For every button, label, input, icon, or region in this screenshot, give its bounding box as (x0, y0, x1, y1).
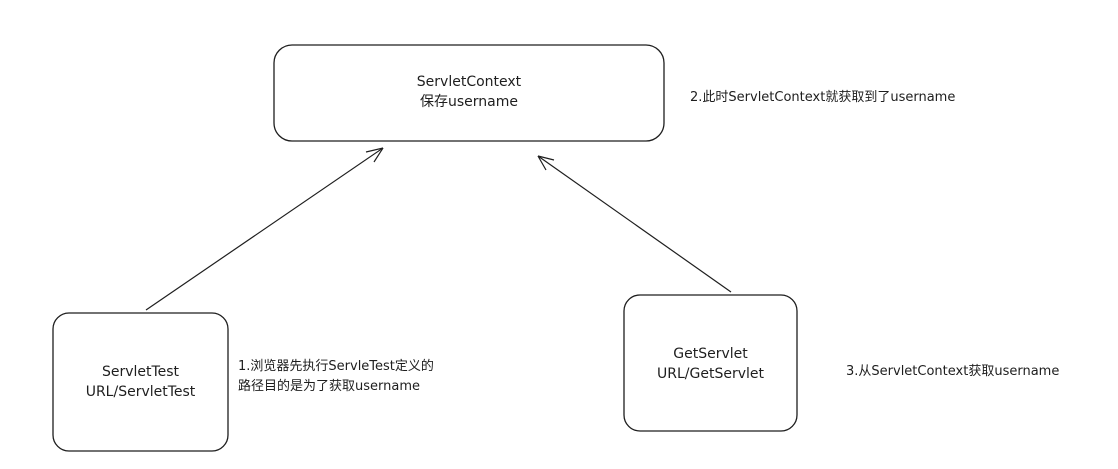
servlet-context-label: ServletContext 保存username (274, 72, 664, 112)
step1-note: 1.浏览器先执行ServleTest定义的 路径目的是为了获取username (238, 357, 434, 397)
servlet-test-url: URL/ServletTest (85, 384, 196, 400)
servlet-test-box (52, 312, 229, 452)
step2-note-text: 2.此时ServletContext就获取到了username (690, 90, 956, 105)
servlet-test-title: ServletTest (101, 364, 180, 380)
step3-note: 3.从ServletContext获取username (846, 362, 1059, 382)
servlet-context-title: ServletContext (416, 74, 522, 90)
step1-note-line2: 路径目的是为了获取username (238, 379, 420, 394)
get-servlet-url: URL/GetServlet (657, 366, 764, 382)
servlet-test-label: ServletTest URL/ServletTest (53, 362, 228, 402)
arrow-servlettest-to-context (145, 147, 384, 311)
arrow-getservlet-to-context (537, 155, 732, 293)
step2-note: 2.此时ServletContext就获取到了username (690, 88, 955, 108)
get-servlet-title: GetServlet (673, 346, 748, 362)
get-servlet-label: GetServlet URL/GetServlet (624, 344, 797, 384)
step1-note-line1: 1.浏览器先执行ServleTest定义的 (238, 359, 434, 374)
servlet-context-subtitle: 保存username (420, 94, 518, 110)
get-servlet-box (623, 294, 798, 432)
servlet-context-box (273, 44, 665, 142)
step3-note-text: 3.从ServletContext获取username (846, 364, 1060, 379)
